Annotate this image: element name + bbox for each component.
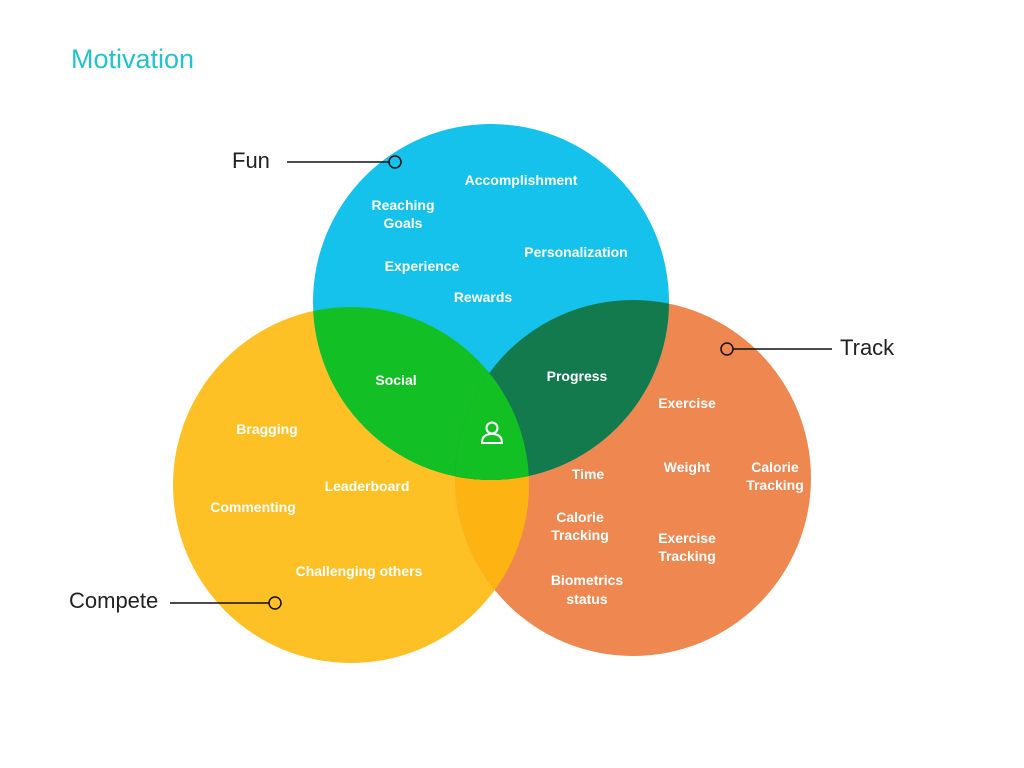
item-exercise-tracking-line2: Tracking [658,548,716,564]
compete-leader [170,596,282,610]
item-exercise-tracking-line1: Exercise [658,530,716,546]
item-social: Social [375,372,416,388]
item-personalization: Personalization [524,244,627,260]
category-track: Track [840,335,895,360]
item-biometrics-status-line1: Biometrics [551,572,624,588]
item-reaching-goals-line2: Goals [384,215,423,231]
item-accomplishment: Accomplishment [465,172,578,188]
item-weight: Weight [664,459,711,475]
item-bragging: Bragging [236,421,297,437]
item-calorie-tracking-right-line1: Calorie [751,459,799,475]
item-calorie-tracking-right-line2: Tracking [746,477,804,493]
user-icon [480,421,504,444]
item-biometrics-status-line2: status [566,591,607,607]
category-fun: Fun [232,148,270,173]
item-progress: Progress [547,368,608,384]
item-calorie-tracking-left-line2: Tracking [551,527,609,543]
fun-compete-overlap [313,307,529,480]
item-exercise: Exercise [658,395,716,411]
item-experience: Experience [385,258,460,274]
page-title: Motivation [71,44,195,74]
track-leader-dot [720,342,734,356]
item-commenting: Commenting [210,499,296,515]
category-compete: Compete [69,588,158,613]
fun-leader-dot [388,155,402,169]
item-time: Time [572,466,605,482]
item-leaderboard: Leaderboard [325,478,410,494]
item-reaching-goals-line1: Reaching [371,197,434,213]
fun-leader [287,155,402,169]
compete-leader-dot [268,596,282,610]
item-rewards: Rewards [454,289,513,305]
track-leader [720,342,832,356]
item-challenging-others: Challenging others [296,563,423,579]
item-calorie-tracking-left-line1: Calorie [556,509,604,525]
